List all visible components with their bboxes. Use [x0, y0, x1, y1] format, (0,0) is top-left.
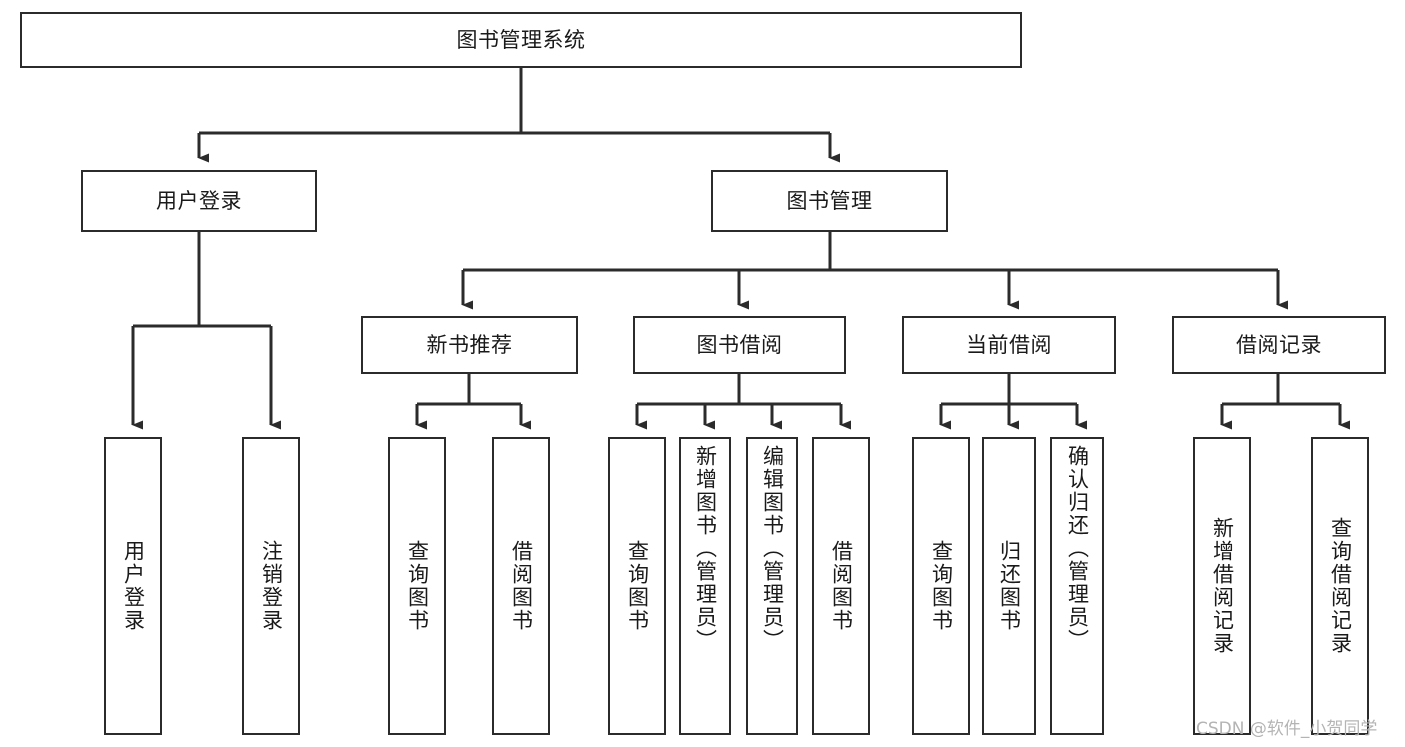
node-label: 当前借阅: [966, 332, 1052, 357]
node-label: 借阅记录: [1236, 332, 1322, 357]
node-label: 注销登录: [259, 540, 284, 632]
node-label: 新增图书（管理员）: [693, 445, 718, 652]
node-label: 查询图书: [625, 540, 650, 632]
node-label: 图书管理系统: [456, 27, 586, 52]
leaf-add-borrow-record[interactable]: 新增借阅记录: [1193, 437, 1251, 735]
leaf-borrow-book-borrow[interactable]: 借阅图书: [812, 437, 870, 735]
node-label: 用户登录: [121, 540, 146, 632]
leaf-query-book-recommend[interactable]: 查询图书: [388, 437, 446, 735]
node-new-book-recommend[interactable]: 新书推荐: [361, 316, 578, 374]
watermark-text: CSDN @软件_小贺同学: [1196, 719, 1378, 739]
node-label: 借阅图书: [829, 540, 854, 632]
node-user-login[interactable]: 用户登录: [81, 170, 317, 232]
node-label: 确认归还（管理员）: [1065, 445, 1090, 652]
leaf-confirm-return[interactable]: 确认归还（管理员）: [1050, 437, 1104, 735]
node-label: 借阅图书: [509, 540, 534, 632]
node-label: 查询图书: [405, 540, 430, 632]
node-label: 查询借阅记录: [1328, 517, 1353, 655]
node-label: 图书管理: [786, 188, 873, 213]
leaf-edit-book[interactable]: 编辑图书（管理员）: [746, 437, 798, 735]
leaf-query-book-current[interactable]: 查询图书: [912, 437, 970, 735]
leaf-return-book[interactable]: 归还图书: [982, 437, 1036, 735]
node-label: 新增借阅记录: [1210, 517, 1235, 655]
node-label: 用户登录: [156, 188, 242, 213]
leaf-add-book[interactable]: 新增图书（管理员）: [679, 437, 731, 735]
leaf-query-borrow-record[interactable]: 查询借阅记录: [1311, 437, 1369, 735]
node-label: 归还图书: [997, 540, 1022, 632]
node-borrow-record[interactable]: 借阅记录: [1172, 316, 1386, 374]
node-label: 图书借阅: [696, 332, 783, 357]
node-book-borrow[interactable]: 图书借阅: [633, 316, 846, 374]
node-current-borrow[interactable]: 当前借阅: [902, 316, 1116, 374]
node-root-book-management-system[interactable]: 图书管理系统: [20, 12, 1022, 68]
node-label: 查询图书: [929, 540, 954, 632]
node-book-management[interactable]: 图书管理: [711, 170, 948, 232]
leaf-query-book-borrow[interactable]: 查询图书: [608, 437, 666, 735]
leaf-user-login[interactable]: 用户登录: [104, 437, 162, 735]
node-label: 新书推荐: [426, 332, 513, 357]
node-label: 编辑图书（管理员）: [760, 445, 785, 652]
leaf-logout-login[interactable]: 注销登录: [242, 437, 300, 735]
leaf-borrow-book-recommend[interactable]: 借阅图书: [492, 437, 550, 735]
